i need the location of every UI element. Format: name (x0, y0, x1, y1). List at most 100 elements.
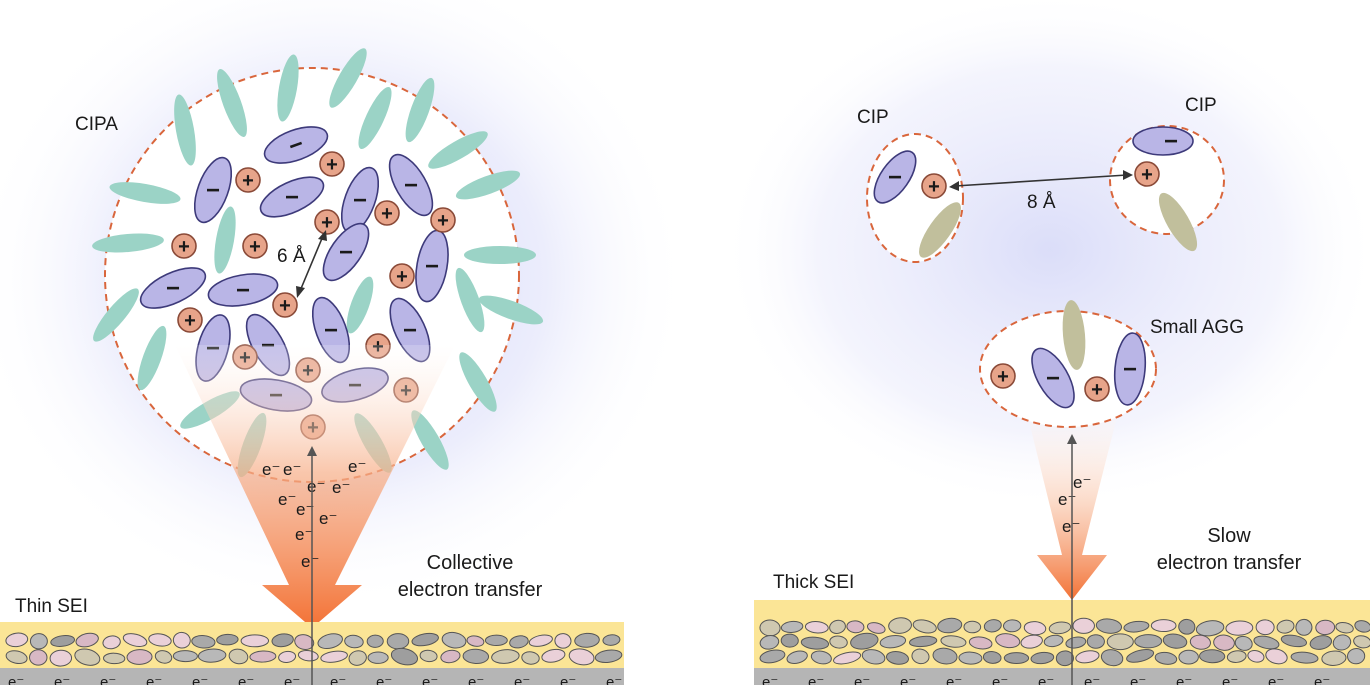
sei-particle (1315, 619, 1336, 636)
electron-label: e⁻ (283, 460, 301, 479)
sei-particle (780, 633, 799, 648)
cation: + (177, 307, 203, 333)
plus-sign: + (1091, 379, 1103, 401)
electron-label: e⁻ (854, 674, 870, 685)
electron-label: e⁻ (1038, 674, 1054, 685)
sei-particle (594, 649, 623, 663)
sei-particle (419, 649, 438, 663)
sei-particle (1075, 650, 1100, 664)
solvent-molecule (428, 131, 488, 169)
electron-label: e⁻ (330, 674, 346, 685)
solvent-molecule (478, 295, 544, 325)
electron-label: e⁻ (606, 674, 622, 685)
sei-particle (74, 648, 101, 666)
sei-particle (1321, 650, 1347, 666)
sei-particle (846, 620, 865, 634)
electron-label: e⁻ (468, 674, 484, 685)
sei-particle (294, 634, 315, 650)
minus-sign: − (236, 277, 250, 304)
sei-particle (1162, 633, 1188, 649)
sei-particle (50, 635, 75, 647)
anion: − (340, 166, 380, 234)
electron-label: e⁻ (422, 674, 438, 685)
electron-label: e⁻ (376, 674, 392, 685)
sei-particle (148, 633, 172, 647)
sei-particle (228, 648, 249, 665)
sei-particle (861, 649, 886, 665)
sei-label-right: Thick SEI (773, 572, 854, 593)
sei-particle (800, 636, 830, 650)
electron-label: e⁻ (900, 674, 916, 685)
sei-particle (441, 631, 467, 649)
anion: − (259, 176, 325, 218)
sei-particle (982, 650, 1002, 664)
solvent-molecule-olive (919, 202, 961, 258)
arrowhead-icon (949, 181, 959, 191)
sei-particle (780, 620, 804, 633)
sei-particle (29, 649, 48, 666)
solvent-molecule (174, 94, 196, 166)
sei-particle (122, 633, 148, 647)
plus-sign: + (242, 170, 254, 192)
plus-sign: + (396, 266, 408, 288)
sei-particle (786, 650, 808, 664)
sei-particle (49, 649, 73, 667)
minus-sign: − (1123, 356, 1137, 383)
right-panel: − + CIP − + CIP 8 Å − − + + Small AGG e⁻… (754, 95, 1370, 690)
sei-particle (1086, 634, 1105, 649)
distance-label-left: 6 Å (277, 246, 306, 267)
electron-label: e⁻ (301, 552, 319, 571)
sei-particle (172, 650, 198, 663)
cip-label-right: CIP (1185, 95, 1217, 116)
sei-particle (866, 622, 886, 634)
distance-arrow-right (954, 174, 1128, 187)
solvent-molecules-teal (92, 48, 544, 478)
sei-particle (317, 633, 343, 650)
solvent-molecule (109, 182, 181, 204)
electron-label: e⁻ (146, 674, 162, 685)
electron-label: e⁻ (319, 509, 337, 528)
solvent-molecule (214, 206, 236, 274)
cation: + (319, 151, 345, 177)
solvent-molecule (358, 86, 392, 150)
sei-particle (888, 617, 912, 634)
sei-particle (1003, 652, 1030, 664)
sei-particle (1253, 635, 1280, 650)
anion: − (139, 267, 207, 309)
sei-particle (1309, 635, 1333, 650)
anion: − (193, 156, 233, 224)
arrowhead-icon (318, 230, 327, 241)
sei-particle (1354, 620, 1370, 633)
sei-particle (1247, 650, 1265, 663)
sei-particle (249, 650, 277, 663)
solvent-molecule (464, 246, 536, 264)
sei-particle (995, 633, 1021, 649)
sei-particle (1126, 649, 1155, 663)
sei-particle (154, 650, 173, 664)
cation: + (374, 200, 400, 226)
sei-particle (509, 635, 529, 649)
sei-particle (386, 633, 410, 650)
solvent-molecule (277, 54, 299, 122)
sei-particle (1002, 619, 1022, 633)
cation: + (389, 263, 415, 289)
sei-particle (1095, 618, 1123, 634)
electron-label: e⁻ (307, 477, 325, 496)
sei-particle (1265, 648, 1288, 665)
electron-label: e⁻ (192, 674, 208, 685)
solvent-molecule (329, 48, 367, 108)
sei-particle (1189, 634, 1211, 650)
sei-particle (554, 633, 572, 649)
sei-particle (1276, 619, 1295, 634)
minus-sign: − (166, 275, 180, 302)
electron-label: e⁻ (1222, 674, 1238, 685)
electron-label: e⁻ (1314, 674, 1330, 685)
electron-transfer-cone-left (175, 345, 455, 628)
minus-sign: − (324, 317, 338, 344)
sei-particle (1290, 651, 1319, 664)
transfer-label-right-1: Slow (1207, 525, 1251, 547)
minus-sign: − (403, 317, 417, 344)
distance-label-right: 8 Å (1027, 192, 1056, 213)
sei-particle (568, 648, 595, 666)
anion: − (873, 150, 917, 204)
